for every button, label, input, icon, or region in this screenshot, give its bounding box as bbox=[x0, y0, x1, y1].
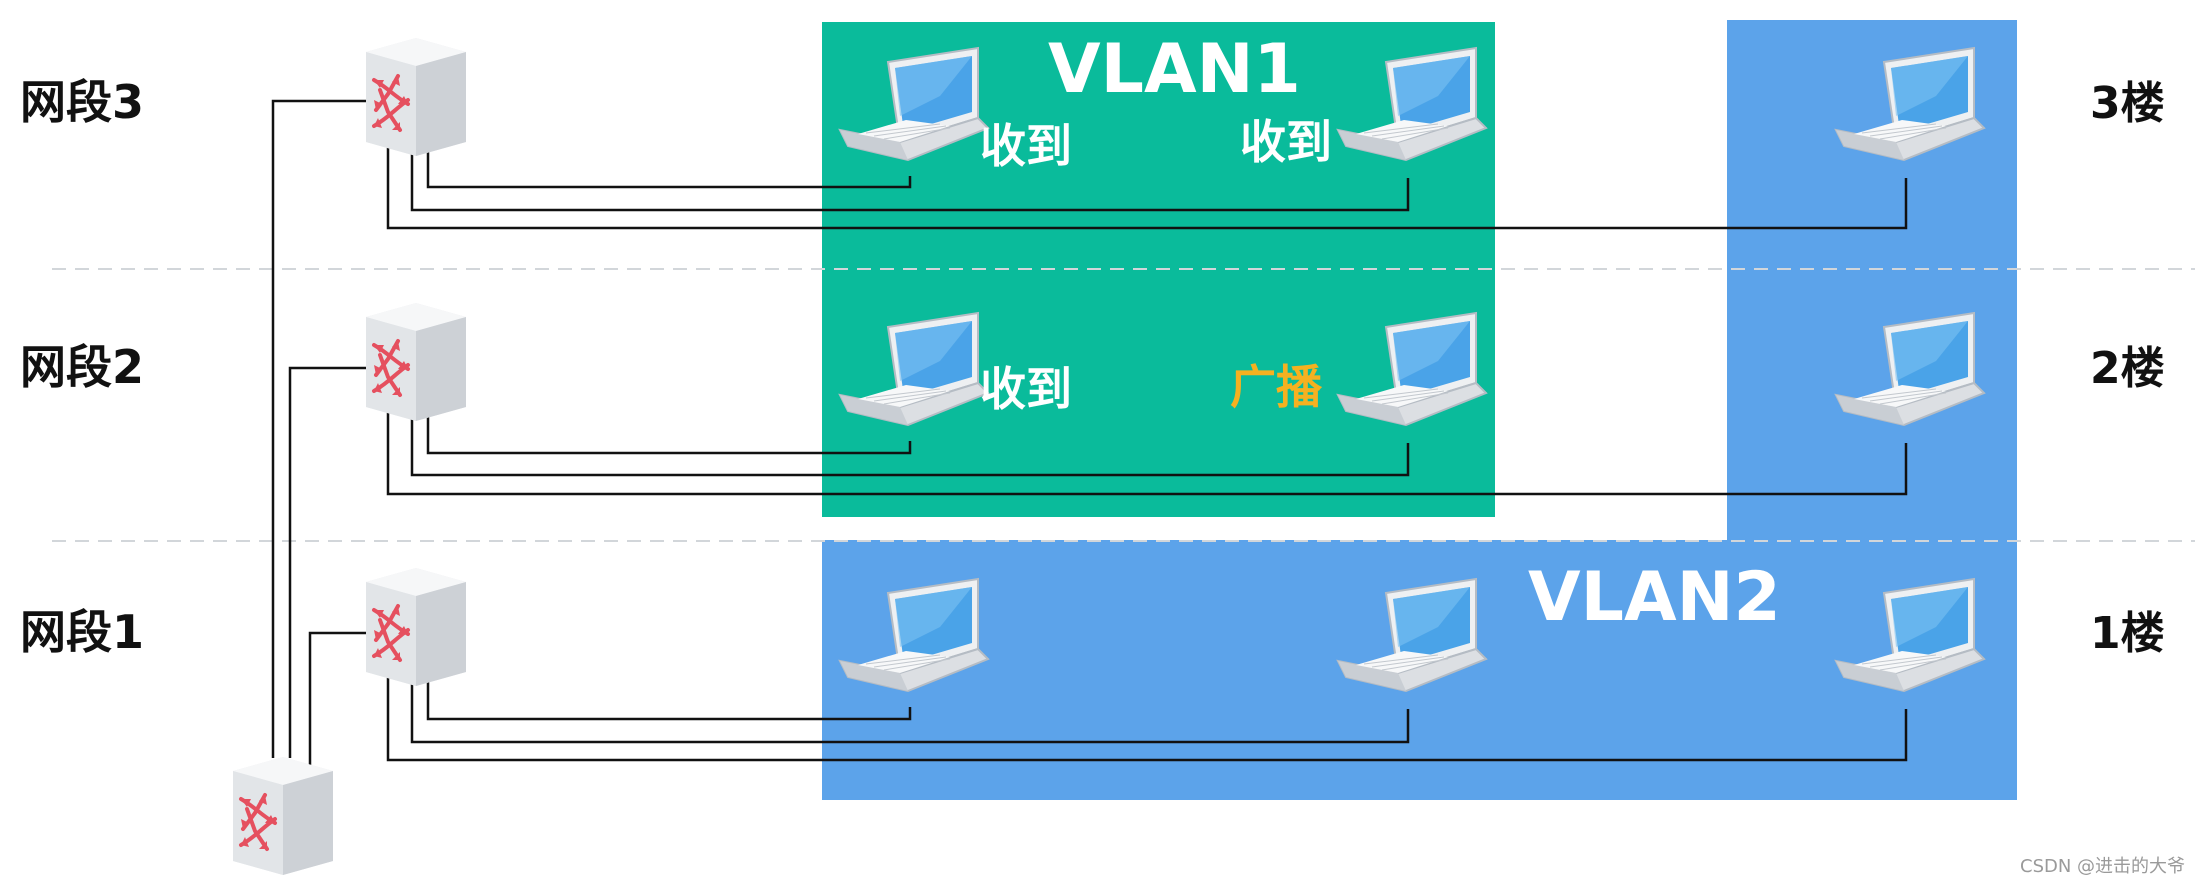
status-label-received: 收到 bbox=[980, 119, 1072, 173]
cables bbox=[271, 99, 1908, 780]
switch-icon bbox=[364, 566, 468, 688]
floor-label: 2楼 bbox=[2090, 343, 2165, 394]
floor-label: 1楼 bbox=[2090, 608, 2165, 659]
segment-label: 网段3 bbox=[20, 75, 144, 129]
vlan1-label: VLAN1 bbox=[1048, 30, 1301, 109]
segment-label: 网段1 bbox=[20, 605, 144, 659]
segment-label: 网段2 bbox=[20, 340, 144, 394]
status-label-received: 收到 bbox=[980, 362, 1072, 416]
status-label-received: 收到 bbox=[1240, 115, 1332, 169]
vlan2-label: VLAN2 bbox=[1528, 558, 1781, 637]
status-label-broadcast: 广播 bbox=[1230, 360, 1323, 414]
core-switch-icon bbox=[231, 755, 335, 877]
switch-icon bbox=[364, 36, 468, 158]
watermark: CSDN @进击的大爷 bbox=[2020, 856, 2185, 877]
floor-label: 3楼 bbox=[2090, 78, 2165, 129]
switch-icon bbox=[364, 301, 468, 423]
